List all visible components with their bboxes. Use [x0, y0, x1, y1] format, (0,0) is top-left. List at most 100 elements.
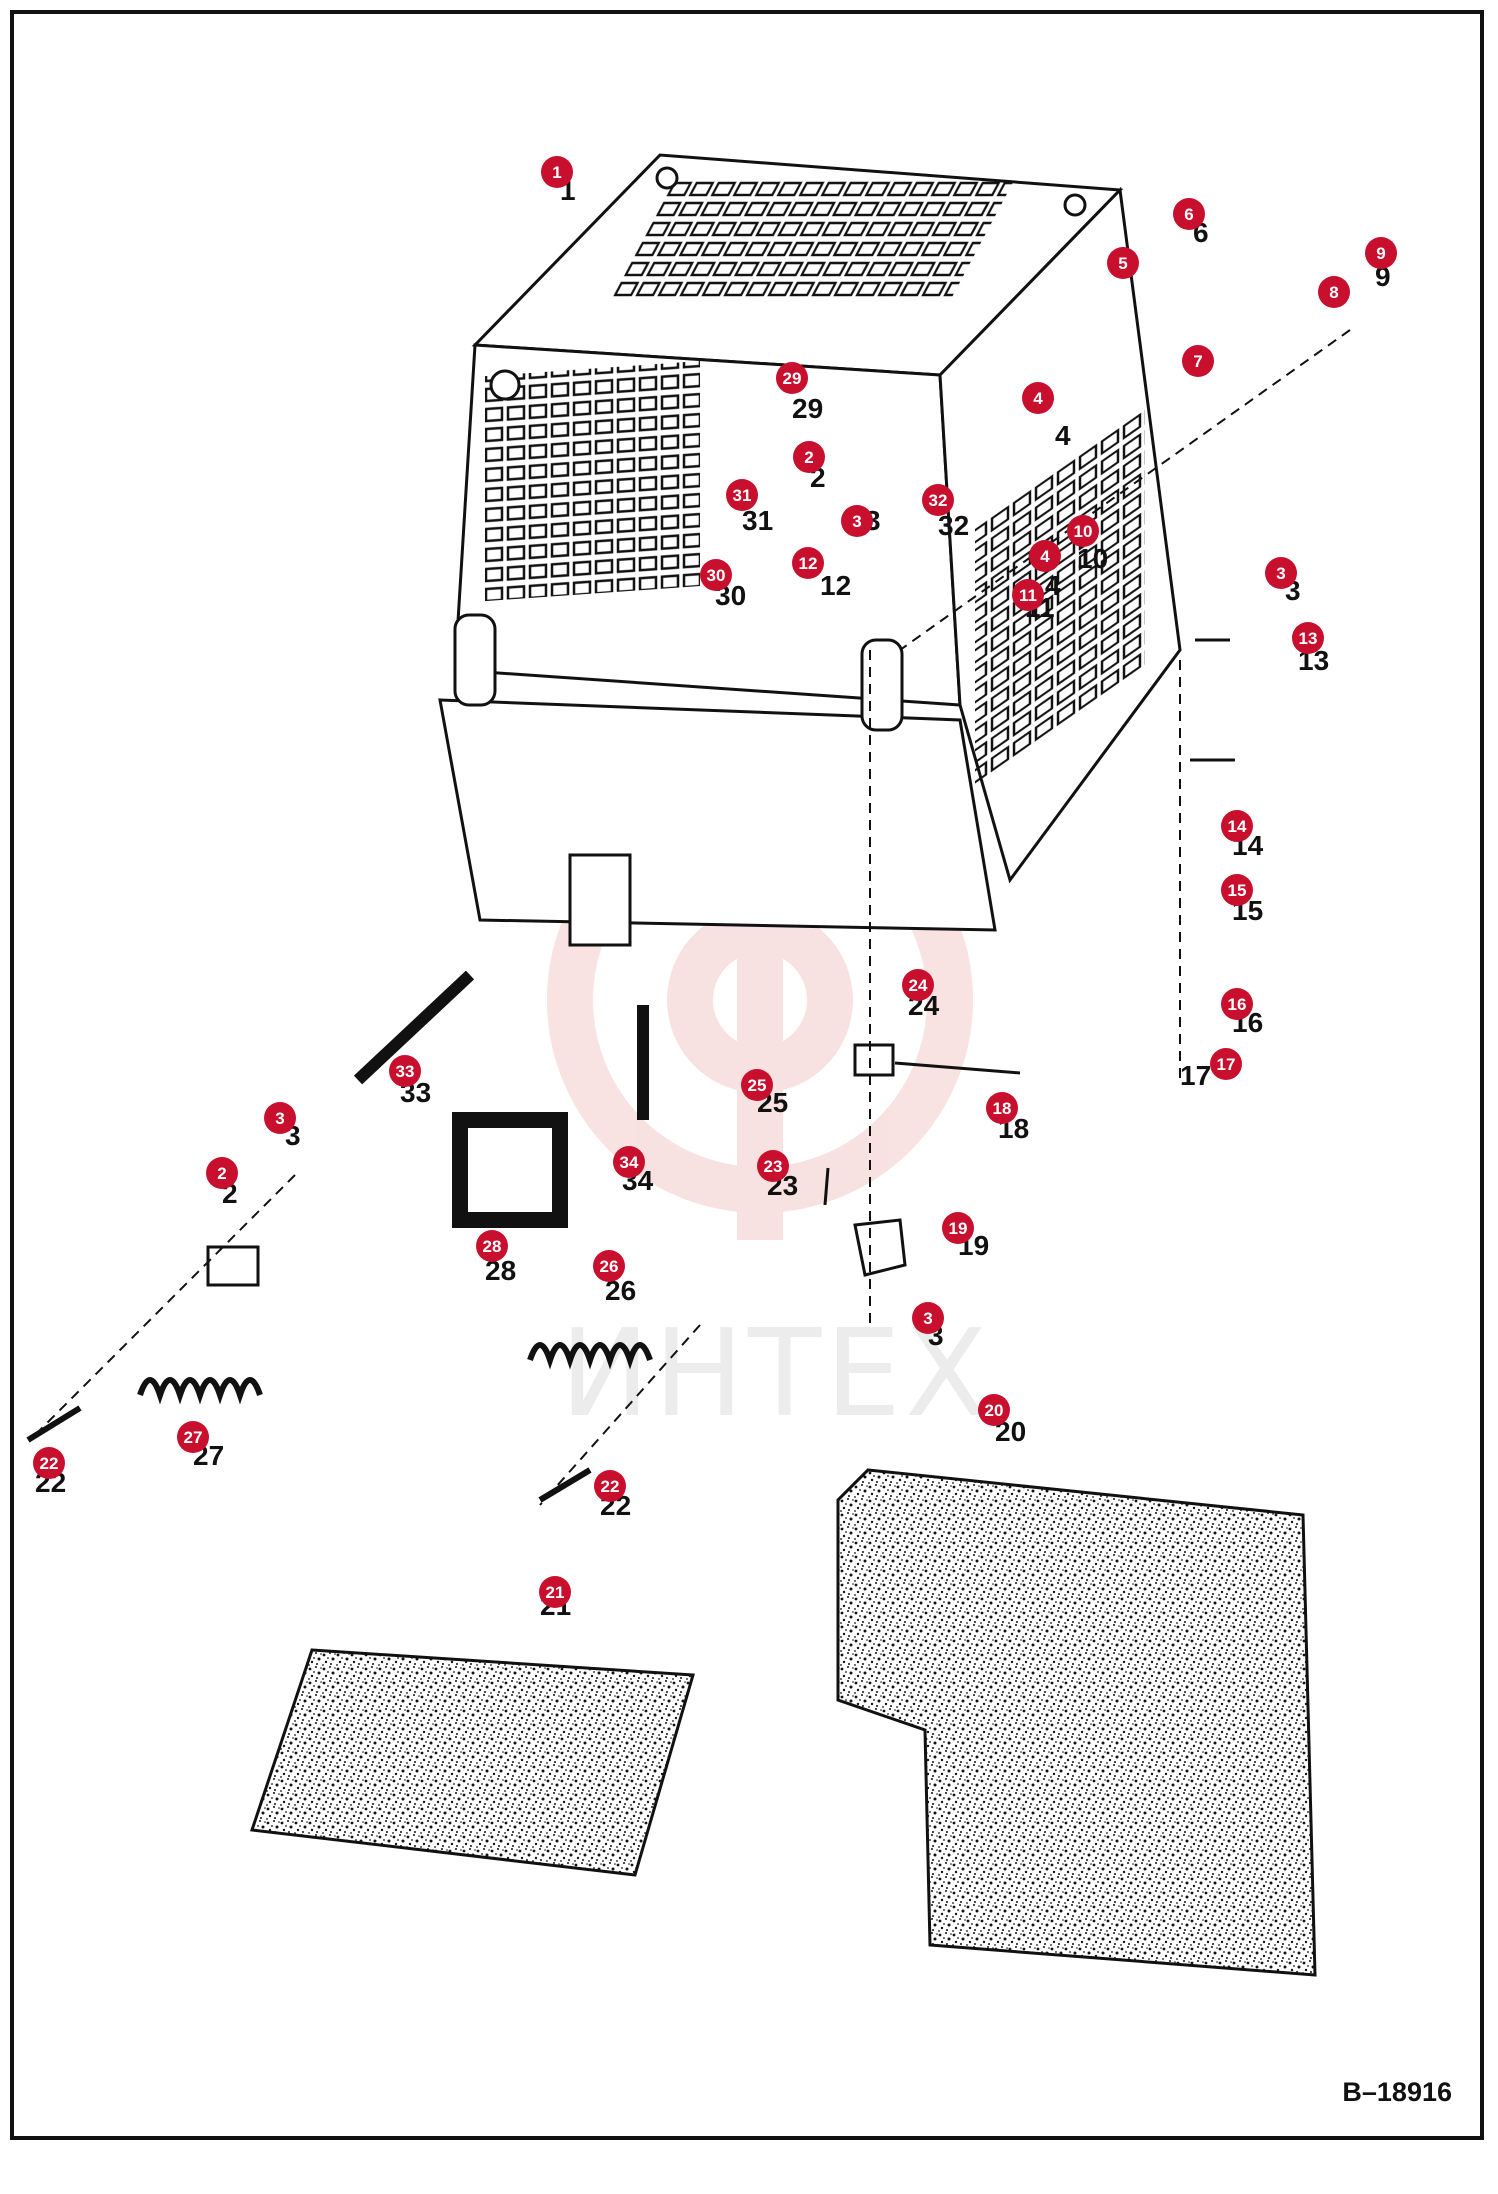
callout-13: 13	[1292, 622, 1324, 654]
callout-26: 26	[593, 1250, 625, 1282]
callout-4: 4	[1022, 382, 1054, 414]
svg-text:30: 30	[707, 566, 726, 585]
callout-12: 12	[792, 547, 824, 579]
callout-30: 30	[700, 559, 732, 591]
svg-text:3: 3	[275, 1109, 284, 1128]
callout-25: 25	[741, 1069, 773, 1101]
callout-23: 23	[757, 1150, 789, 1182]
svg-text:20: 20	[985, 1401, 1004, 1420]
callout-3: 3	[841, 505, 873, 537]
callout-5: 5	[1107, 247, 1139, 279]
svg-text:32: 32	[929, 491, 948, 510]
callout-27: 27	[177, 1421, 209, 1453]
part-21-insulation-pad	[249, 1648, 695, 1877]
svg-text:18: 18	[993, 1099, 1012, 1118]
svg-text:26: 26	[600, 1257, 619, 1276]
svg-text:10: 10	[1077, 543, 1108, 574]
svg-text:4: 4	[1040, 547, 1050, 566]
cab-lower-front	[438, 698, 997, 932]
svg-text:4: 4	[1045, 570, 1061, 601]
part-22-bolt-left	[26, 1405, 82, 1443]
callout-24: 24	[902, 969, 934, 1001]
svg-text:12: 12	[820, 570, 851, 601]
svg-text:33: 33	[396, 1062, 415, 1081]
callout-19: 19	[942, 1212, 974, 1244]
callout-20: 20	[978, 1394, 1010, 1426]
callout-22: 22	[594, 1470, 626, 1502]
callout-10: 10	[1067, 515, 1099, 547]
callout-2: 2	[793, 441, 825, 473]
svg-text:21: 21	[546, 1583, 565, 1602]
callout-8: 8	[1318, 276, 1350, 308]
callout-18: 18	[986, 1092, 1018, 1124]
svg-text:27: 27	[184, 1428, 203, 1447]
part-27-spring	[137, 1377, 263, 1405]
callout-28: 28	[476, 1230, 508, 1262]
svg-text:16: 16	[1228, 995, 1247, 1014]
svg-text:32: 32	[938, 510, 969, 541]
part-18-bolt	[894, 1061, 1021, 1075]
callout-9: 9	[1365, 237, 1397, 269]
loose-parts	[26, 638, 1317, 1977]
svg-text:31: 31	[742, 505, 773, 536]
part-23-bolt	[823, 1167, 830, 1206]
svg-text:22: 22	[40, 1454, 59, 1473]
svg-text:17: 17	[1217, 1055, 1236, 1074]
part-2-block	[206, 1245, 260, 1287]
callout-33: 33	[389, 1055, 421, 1087]
svg-text:29: 29	[783, 369, 802, 388]
svg-text:13: 13	[1299, 629, 1318, 648]
svg-text:31: 31	[733, 486, 752, 505]
callout-4: 4	[1029, 540, 1061, 572]
part-24-spacer	[853, 1043, 895, 1077]
svg-text:7: 7	[1193, 352, 1202, 371]
svg-text:3: 3	[1276, 564, 1285, 583]
drawing-number: B–18916	[1342, 2077, 1452, 2107]
svg-text:8: 8	[1329, 283, 1338, 302]
svg-text:17: 17	[1180, 1060, 1211, 1091]
callout-3: 3	[1265, 557, 1297, 589]
svg-text:24: 24	[909, 976, 928, 995]
svg-text:4: 4	[1033, 389, 1043, 408]
callout-22: 22	[33, 1447, 65, 1479]
callout-markers: 1 2 2 3 3 3 3 4 4 5 6 7 8 9 10 11 12 13 …	[33, 156, 1397, 1608]
callout-2: 2	[206, 1157, 238, 1189]
svg-text:4: 4	[1055, 420, 1071, 451]
callout-7: 7	[1182, 345, 1214, 377]
svg-text:6: 6	[1184, 205, 1193, 224]
svg-text:12: 12	[799, 554, 818, 573]
svg-text:23: 23	[764, 1157, 783, 1176]
svg-text:22: 22	[601, 1477, 620, 1496]
diagram-frame	[10, 10, 1484, 2140]
callout-32: 32	[922, 484, 954, 516]
callout-3: 3	[264, 1102, 296, 1134]
part-28-gasket	[452, 1112, 568, 1228]
callout-14: 14	[1221, 810, 1253, 842]
callout-11: 11	[1012, 579, 1044, 611]
svg-text:3: 3	[923, 1309, 932, 1328]
part-20-insulation-panel	[836, 1468, 1317, 1977]
svg-text:19: 19	[949, 1219, 968, 1238]
svg-text:9: 9	[1376, 244, 1385, 263]
svg-text:3: 3	[852, 512, 861, 531]
callout-1: 1	[541, 156, 573, 188]
part-26-spring	[527, 1342, 653, 1370]
svg-text:28: 28	[483, 1237, 502, 1256]
svg-text:11: 11	[1019, 586, 1037, 605]
svg-text:10: 10	[1074, 522, 1093, 541]
svg-text:34: 34	[620, 1153, 639, 1172]
callout-17: 17	[1210, 1048, 1242, 1080]
callout-21: 21	[539, 1576, 571, 1608]
callout-15: 15	[1221, 874, 1253, 906]
svg-text:14: 14	[1228, 817, 1247, 836]
callout-3: 3	[912, 1302, 944, 1334]
callout-29: 29	[776, 362, 808, 394]
svg-text:2: 2	[217, 1164, 226, 1183]
svg-text:25: 25	[748, 1076, 767, 1095]
cab-roof-grille	[610, 180, 1015, 300]
cab-front-grille	[485, 361, 700, 602]
cab-side-grille	[975, 408, 1145, 788]
svg-text:2: 2	[804, 448, 813, 467]
callout-34: 34	[613, 1146, 645, 1178]
